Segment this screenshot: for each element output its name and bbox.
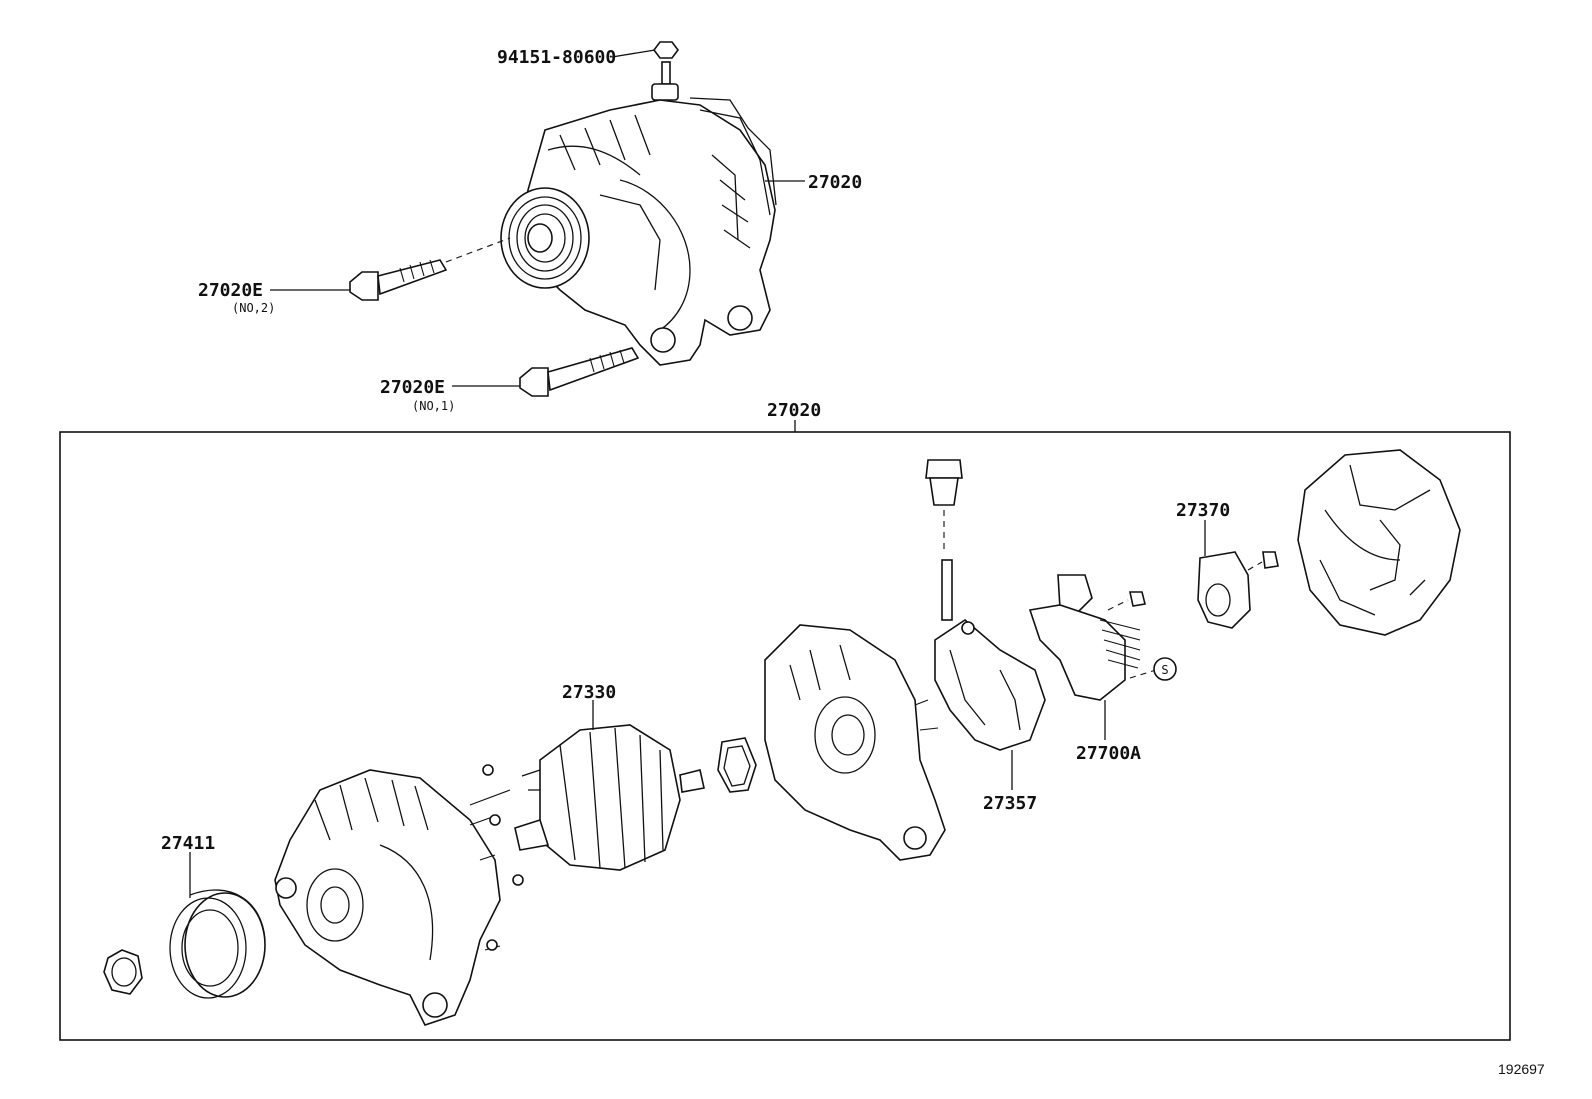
- label-alternator-assy: 27020: [808, 172, 862, 193]
- label-regulator: 27700A: [1076, 743, 1141, 764]
- regulator-27700A-drawing: [1028, 574, 1157, 701]
- label-nut-94151: 94151-80600: [497, 47, 616, 68]
- rear-end-frame-drawing: [764, 624, 946, 861]
- s-mark-circle: [1153, 657, 1177, 681]
- label-brush-holder: 27370: [1176, 500, 1230, 521]
- label-bolt-no1: 27020E: [380, 377, 445, 398]
- seal-ring-drawing: [717, 737, 757, 793]
- label-pulley: 27411: [161, 833, 215, 854]
- label-rectifier: 27357: [983, 793, 1037, 814]
- label-bolt-no1-note: (NO,1): [412, 399, 455, 413]
- s-mark-label: S: [1161, 663, 1168, 677]
- figure-id: 192697: [1498, 1061, 1545, 1077]
- label-kit-group: 27020: [767, 400, 821, 421]
- label-bolt-no2-note: (NO,2): [232, 301, 275, 315]
- alternator-assembly-drawing: [500, 41, 777, 366]
- label-rotor: 27330: [562, 682, 616, 703]
- drive-end-frame-drawing: [274, 764, 524, 1026]
- lock-nut-drawing: [103, 949, 143, 995]
- leader-lines: [189, 49, 1206, 898]
- bolt-no1-drawing: [519, 347, 640, 397]
- nut-94151-drawing: [651, 41, 679, 101]
- brush-holder-27370-drawing: [1197, 551, 1279, 629]
- label-bolt-no2: 27020E: [198, 280, 263, 301]
- pulley-27411-drawing: [169, 889, 266, 999]
- rectifier-27357-drawing: [925, 459, 1046, 751]
- bolt-no2-drawing: [349, 259, 448, 301]
- rear-cover-drawing: [1297, 449, 1461, 636]
- rotor-27330-drawing: [514, 724, 705, 871]
- kit-frame: [59, 431, 1511, 1041]
